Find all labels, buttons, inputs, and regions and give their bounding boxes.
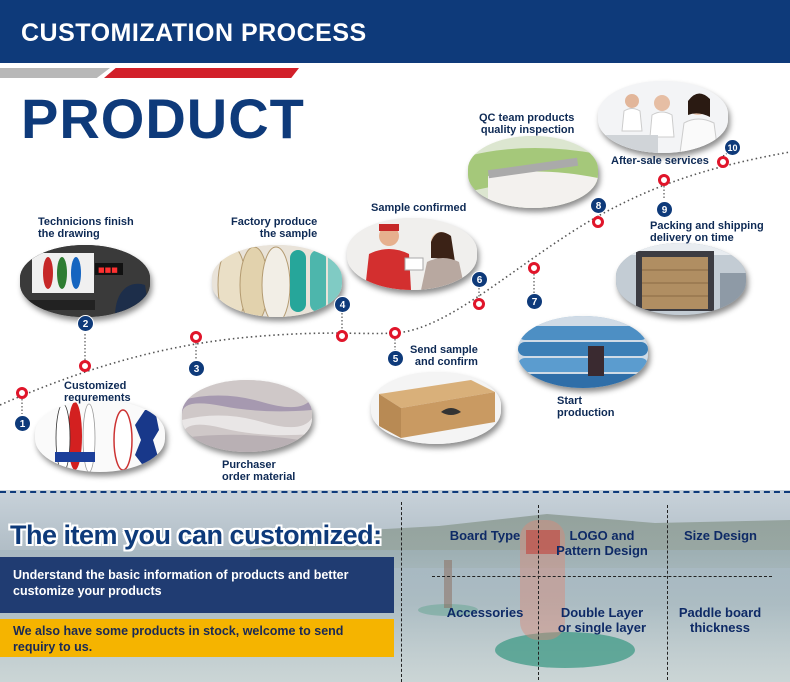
photo-after-sale-service <box>598 81 728 153</box>
step-number-badge: 5 <box>387 350 404 367</box>
step-number-badge: 7 <box>526 293 543 310</box>
step-marker-pin-icon <box>79 360 91 372</box>
photo-production <box>518 316 648 388</box>
stock-notice-banner: We also have some products in stock, wel… <box>0 619 394 657</box>
step-number-badge: 3 <box>188 360 205 377</box>
step-marker-pin-icon <box>473 298 485 310</box>
step-marker-pin-icon <box>336 330 348 342</box>
step-number-badge: 6 <box>471 271 488 288</box>
step-label: QC team products quality inspection <box>479 112 575 136</box>
step-number-badge: 9 <box>656 201 673 218</box>
step-label: Packing and shipping delivery on time <box>650 220 764 244</box>
step-connectors <box>21 149 733 414</box>
step-marker-pin-icon <box>592 216 604 228</box>
option-board-thickness: Paddle board thickness <box>678 605 762 635</box>
grid-divider <box>538 505 539 680</box>
step-label: Factory produce the sample <box>231 216 318 240</box>
step-label: Technicions finish the drawing <box>38 216 134 240</box>
grid-divider <box>667 505 668 680</box>
background-paddler-image <box>418 520 635 668</box>
photo-design-computer: ■■■ <box>20 245 150 317</box>
step-number-badge: 4 <box>334 296 351 313</box>
option-layer: Double Layer or single layer <box>557 605 647 635</box>
step-marker-pin-icon <box>16 387 28 399</box>
grid-divider <box>401 502 402 682</box>
svg-text:■■■: ■■■ <box>98 266 118 274</box>
option-accessories: Accessories <box>446 605 524 620</box>
step-number-badge: 1 <box>14 415 31 432</box>
step-label: Sample confirmed <box>371 202 467 214</box>
option-board-type: Board Type <box>449 528 521 543</box>
red-stripe <box>104 68 299 78</box>
step-label: After-sale services <box>611 155 709 167</box>
step-label: Customized requrements <box>64 380 131 404</box>
step-label: Purchaser order material <box>222 459 296 483</box>
photo-sample-box <box>371 372 501 444</box>
header-title: CUSTOMIZATION PROCESS <box>21 19 367 47</box>
step-marker-pin-icon <box>190 331 202 343</box>
process-timeline: ■■■ <box>0 81 790 483</box>
info-banner: Understand the basic information of prod… <box>0 557 394 613</box>
section-divider <box>0 491 790 493</box>
grid-divider <box>432 576 772 577</box>
step-label: Start production <box>557 395 615 419</box>
option-size-design: Size Design <box>684 528 757 543</box>
option-logo-pattern-design: LOGO and Pattern Design <box>556 528 648 558</box>
step-label: Send sample and confirm <box>410 344 478 368</box>
photo-qc-inspection <box>468 136 598 208</box>
hero-title: PRODUCT <box>21 87 305 150</box>
header-bar: CUSTOMIZATION PROCESS <box>0 0 790 63</box>
customize-section-title: The item you can customized: <box>10 520 382 550</box>
step-number-badge: 2 <box>77 315 94 332</box>
photo-factory-sample <box>212 245 342 317</box>
photo-shipping-container <box>616 243 746 315</box>
step-number-badge: 8 <box>590 197 607 214</box>
photo-purchased-material <box>182 380 312 452</box>
grey-stripe <box>0 68 110 78</box>
step-marker-pin-icon <box>658 174 670 186</box>
step-number-badge: 10 <box>724 139 741 156</box>
step-marker-pin-icon <box>717 156 729 168</box>
step-marker-pin-icon <box>528 262 540 274</box>
photo-sample-confirmed <box>347 218 477 290</box>
decorative-stripes <box>0 68 300 78</box>
step-marker-pin-icon <box>389 327 401 339</box>
